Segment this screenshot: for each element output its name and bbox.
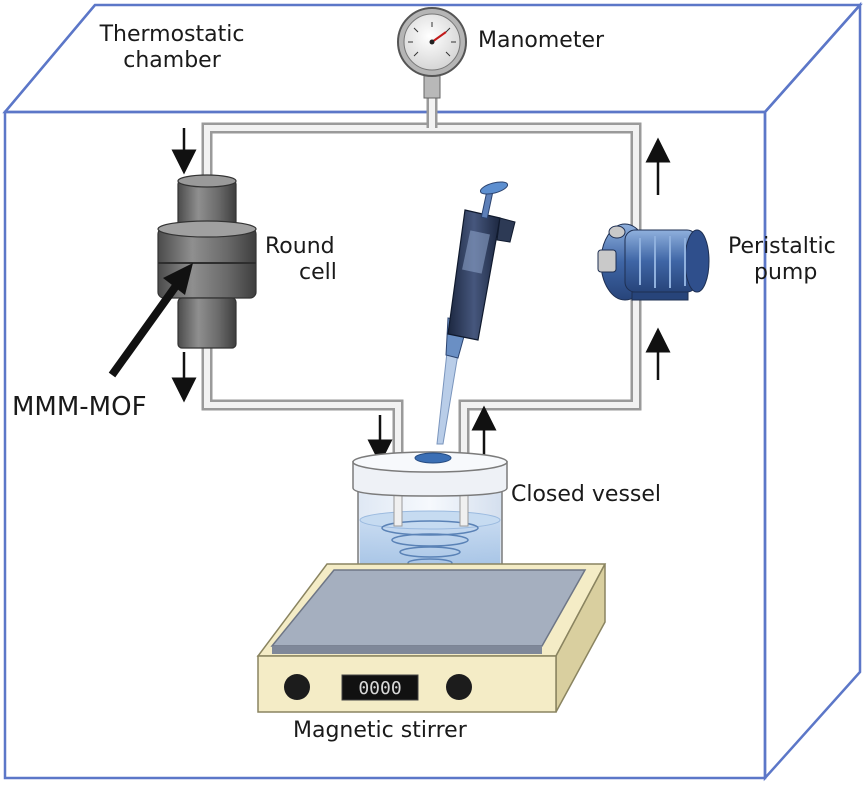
label-peristaltic-pump: Peristaltic pump xyxy=(728,234,836,286)
label-closed-vessel: Closed vessel xyxy=(511,482,662,507)
label-thermostatic-line1: Thermostatic xyxy=(99,22,245,47)
chamber-side-face xyxy=(763,1,862,782)
label-peristaltic-line1: Peristaltic xyxy=(728,234,836,259)
stirrer-knob-left xyxy=(284,674,310,700)
chamber-back-edge xyxy=(4,4,96,113)
label-round-cell: Round cell xyxy=(265,234,337,286)
label-thermostatic-chamber: Thermostatic chamber xyxy=(92,22,252,74)
peristaltic-pump-icon xyxy=(597,223,710,301)
magnetic-stirrer-icon: 0000 xyxy=(256,563,607,713)
label-peristaltic-line2: pump xyxy=(754,259,818,285)
label-magnetic-stirrer: Magnetic stirrer xyxy=(293,718,467,743)
label-round-cell-line2: cell xyxy=(299,259,337,285)
label-manometer: Manometer xyxy=(478,28,605,53)
mmm-mof-pointer-arrow xyxy=(108,263,193,378)
round-cell-icon xyxy=(157,174,257,349)
stirrer-display-value: 0000 xyxy=(358,678,401,699)
label-mmm-mof: MMM-MOF xyxy=(12,392,147,422)
stirrer-knob-right xyxy=(446,674,472,700)
label-thermostatic-line2: chamber xyxy=(123,47,221,73)
manometer-icon xyxy=(397,7,467,99)
label-round-cell-line1: Round xyxy=(265,234,335,259)
pipette-icon xyxy=(436,181,516,445)
stirrer-display xyxy=(341,674,419,701)
flow-arrows xyxy=(171,128,671,465)
